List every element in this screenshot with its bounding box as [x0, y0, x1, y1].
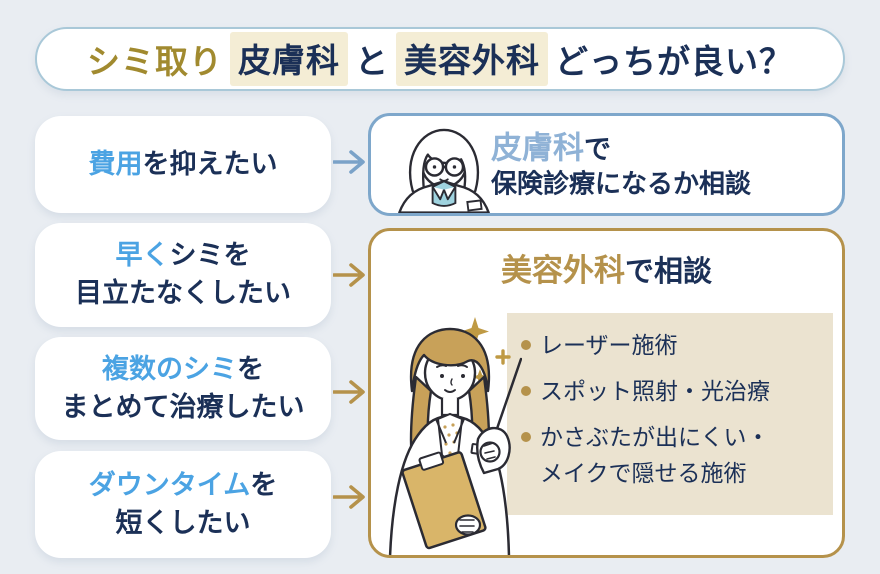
- female-cosmetic-doctor-illustration: [388, 317, 522, 555]
- treatment-text: レーザー施術: [540, 327, 678, 363]
- need-rest: を: [237, 353, 264, 384]
- need-rest: シミを: [169, 240, 251, 271]
- treatment-item: かさぶたが出にくい・ メイクで隠せる施術: [519, 419, 825, 491]
- title-highlight-dermatology: 皮膚科: [230, 32, 348, 86]
- need-accent: 早く: [115, 240, 170, 271]
- treatment-line2: メイクで隠せる施術: [540, 460, 747, 486]
- dermatology-suffix: で: [584, 134, 611, 165]
- title-gold-text: シミ取り: [87, 45, 223, 81]
- need-line: 費用を抑えたい: [89, 146, 278, 184]
- treatment-line1: スポット照射・光治療: [540, 378, 770, 404]
- need-box-cost: 費用を抑えたい: [35, 116, 331, 213]
- need-line: 早くシミを: [116, 237, 251, 275]
- cosmetic-suffix: で相談: [624, 256, 712, 288]
- arrow-right-icon: [333, 150, 365, 174]
- dermatology-line1: 皮膚科で: [491, 128, 751, 168]
- title-connector: と: [355, 45, 389, 81]
- arrow-right-icon: [333, 263, 365, 287]
- treatment-list-panel: レーザー施術 スポット照射・光治療 かさぶたが出にくい・ メイクで隠せる施術: [507, 313, 833, 515]
- treatment-item: レーザー施術: [519, 327, 825, 363]
- cosmetic-name: 美容外科: [500, 253, 625, 288]
- bullet-icon: [521, 432, 531, 442]
- dermatology-name: 皮膚科: [491, 130, 584, 166]
- treatment-text: かさぶたが出にくい・ メイクで隠せる施術: [540, 419, 770, 491]
- need-line: ダウンタイムを: [89, 467, 277, 505]
- female-dermatologist-illustration: [398, 128, 490, 213]
- need-rest: を: [250, 469, 278, 500]
- bullet-icon: [521, 340, 531, 350]
- treatment-text: スポット照射・光治療: [540, 373, 770, 409]
- dermatology-line2: 保険診療になるか相談: [491, 168, 752, 199]
- need-box-speed: 早くシミを 目立たなくしたい: [35, 223, 331, 327]
- sparkle-icons: [461, 317, 511, 385]
- bullet-icon: [521, 386, 531, 396]
- dermatology-result-box: 皮膚科で 保険診療になるか相談: [368, 113, 845, 216]
- title-box: シミ取り 皮膚科 と 美容外科 どっちが良い？: [35, 27, 845, 91]
- need-accent: 複数のシミ: [102, 353, 237, 384]
- arrow-right-icon: [333, 485, 365, 509]
- treatment-line1: かさぶたが出にくい・: [540, 424, 770, 450]
- treatment-item: スポット照射・光治療: [519, 373, 825, 409]
- dermatology-text: 皮膚科で 保険診療になるか相談: [491, 128, 751, 201]
- title-question: どっちが良い？: [555, 45, 793, 81]
- cosmetic-result-box: 美容外科で相談 レーザー施術 スポット照射・光治療 かさぶた: [368, 228, 845, 558]
- arrow-right-icon: [333, 380, 365, 404]
- need-box-multiple: 複数のシミを まとめて治療したい: [35, 337, 331, 440]
- need-rest: を抑えたい: [142, 148, 278, 179]
- need-accent: 費用: [88, 148, 143, 179]
- cosmetic-title: 美容外科で相談: [371, 245, 842, 290]
- need-line2: まとめて治療したい: [61, 391, 305, 422]
- need-line2: 短くしたい: [115, 507, 251, 538]
- title-highlight-cosmetic: 美容外科: [396, 32, 548, 86]
- need-line2: 目立たなくしたい: [75, 278, 291, 308]
- need-line: 複数のシミを: [102, 351, 264, 389]
- treatment-line1: レーザー施術: [540, 332, 678, 358]
- page-title: シミ取り 皮膚科 と 美容外科 どっちが良い？: [87, 32, 793, 86]
- need-box-downtime: ダウンタイムを 短くしたい: [35, 451, 331, 558]
- need-accent: ダウンタイム: [88, 469, 251, 500]
